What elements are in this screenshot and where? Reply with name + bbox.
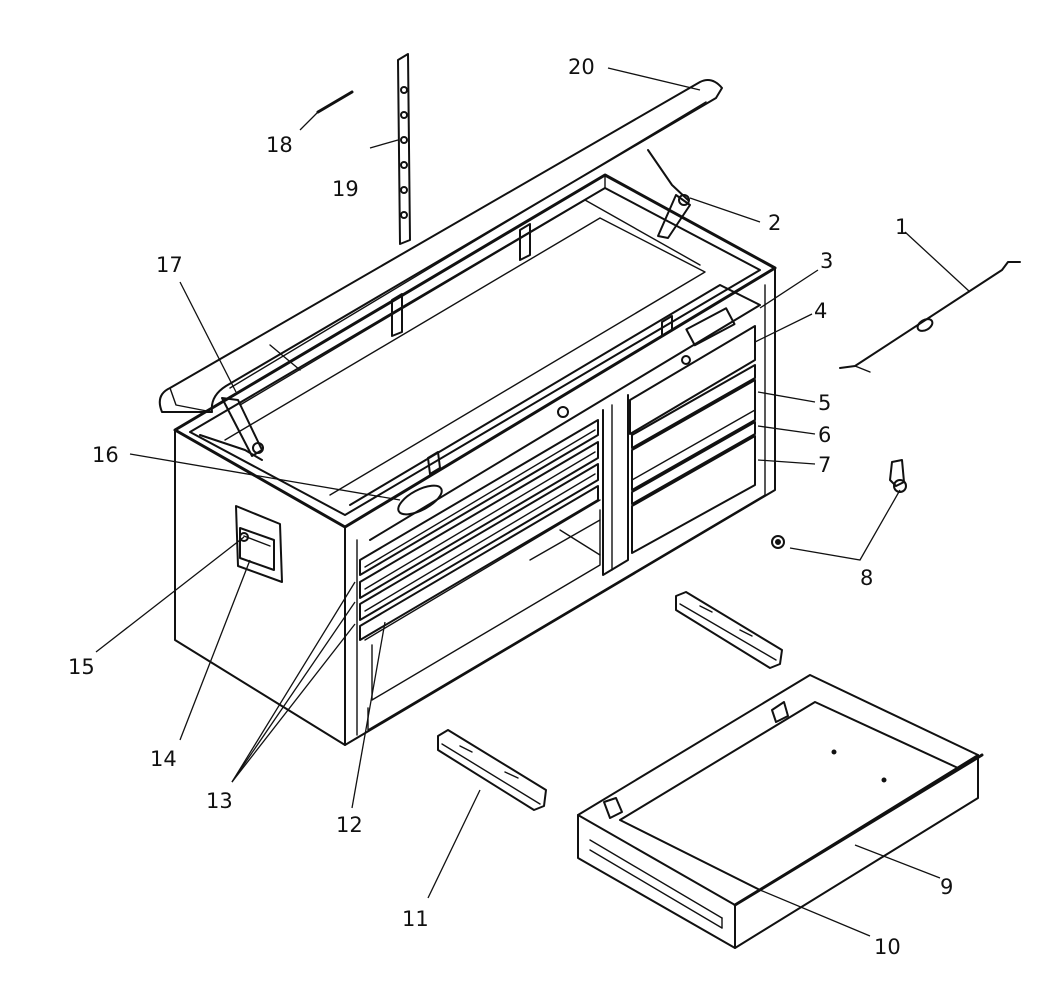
- lid-part-20: [158, 79, 723, 413]
- callout-1: 1: [895, 215, 908, 239]
- right-drawers: [629, 325, 756, 554]
- callout-19: 19: [332, 177, 359, 201]
- left-drawers: [359, 419, 601, 701]
- callout-labels: 1 2 3 4 5 6 7 8 9 10 11 12 13 14 15 16 1…: [68, 55, 953, 959]
- hinge-tabs: [391, 223, 673, 475]
- lid-stay-part-17: [199, 397, 264, 461]
- lock-parts-8: [771, 459, 907, 549]
- callout-6: 6: [818, 423, 831, 447]
- callout-7: 7: [818, 453, 831, 477]
- drawer-part-9: [577, 674, 984, 949]
- lid-stay-part-2: [647, 149, 691, 239]
- callout-14: 14: [150, 747, 177, 771]
- callout-13: 13: [206, 789, 233, 813]
- callout-2: 2: [768, 211, 781, 235]
- pin-part-18: [316, 90, 354, 114]
- callout-12: 12: [336, 813, 363, 837]
- callout-9: 9: [940, 875, 953, 899]
- callout-20: 20: [568, 55, 595, 79]
- lock-rod-part-1: [839, 261, 1021, 373]
- callout-5: 5: [818, 391, 831, 415]
- callout-4: 4: [814, 299, 827, 323]
- callout-17: 17: [156, 253, 183, 277]
- callout-16: 16: [92, 443, 119, 467]
- lock-cylinder: [557, 406, 569, 418]
- side-rail-part-19: [397, 53, 411, 245]
- callout-8: 8: [860, 566, 873, 590]
- drawer-slide-part-11: [437, 729, 547, 811]
- leader-lines: [95, 67, 971, 937]
- front-rail: [349, 284, 761, 541]
- nameplate-part-16: [397, 484, 443, 516]
- drawer-slide-upper: [675, 591, 783, 669]
- callout-11: 11: [402, 907, 429, 931]
- callout-15: 15: [68, 655, 95, 679]
- callout-10: 10: [874, 935, 901, 959]
- callout-18: 18: [266, 133, 293, 157]
- label-plate-part-3: [685, 307, 736, 347]
- side-handle-part-14: [235, 505, 283, 583]
- callout-3: 3: [820, 249, 833, 273]
